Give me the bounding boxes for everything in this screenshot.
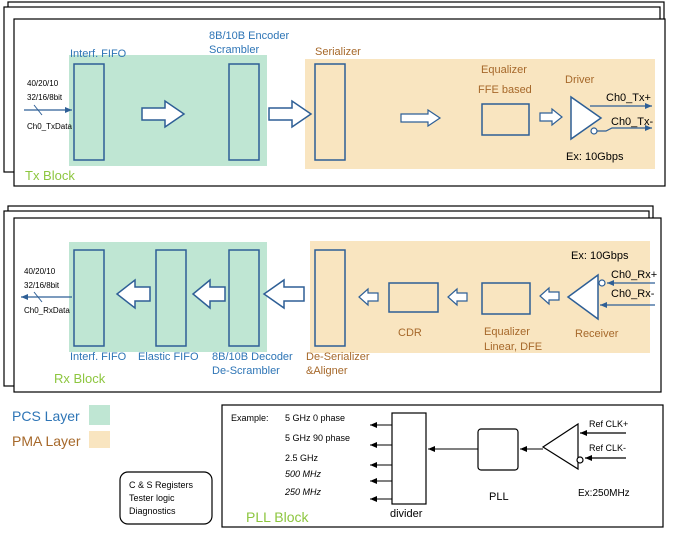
pll-divider-box (391, 412, 427, 505)
rx-arrow-eq-to-cdr (447, 287, 468, 307)
tx-encoder-label-2: Scrambler (209, 44, 259, 56)
rx-block: Interf. FIFO Elastic FIFO 8B/10B Decoder… (3, 205, 662, 393)
control-box-line-2: Tester logic (129, 493, 175, 503)
rx-receiver-triangle (566, 273, 599, 321)
rx-receiver-label: Receiver (575, 328, 619, 340)
pll-ref-buffer-triangle (541, 422, 579, 471)
rx-decoder-label-2: De-Scrambler (212, 365, 280, 377)
tx-out-neg-label: Ch0_Tx- (611, 116, 654, 128)
pll-box-label: PLL (489, 491, 509, 503)
tx-block: Interf. FIFO 8B/10B Encoder Scrambler Se… (3, 1, 666, 187)
rx-data-label: Ch0_RxData (24, 306, 70, 315)
rx-bus-slash (33, 291, 43, 303)
pll-ref-rate-label: Ex:250MHz (578, 488, 630, 499)
pll-block: Example: 5 GHz 0 phase 5 GHz 90 phase 2.… (221, 404, 664, 528)
tx-encoder-label-1: 8B/10B Encoder (209, 30, 289, 42)
pll-ref-neg-label: Ref CLK- (589, 443, 626, 453)
pll-box (477, 428, 519, 471)
rx-interf-fifo-label: Interf. FIFO (70, 351, 127, 363)
tx-equalizer-box (481, 103, 530, 136)
rx-equalizer-box (481, 282, 531, 315)
tx-arrow-equalizer-to-driver (539, 107, 563, 127)
tx-out-neg-line (597, 125, 652, 132)
control-box-line-1: C & S Registers (129, 480, 194, 490)
rx-decoder-label-1: 8B/10B Decoder (212, 351, 293, 363)
tx-driver-inversion-bubble (590, 127, 598, 135)
tx-encoder-box (228, 63, 260, 161)
control-box-line-3: Diagnostics (129, 506, 176, 516)
rx-elastic-fifo-box (155, 249, 187, 347)
pll-block-title: PLL Block (246, 509, 310, 525)
layer-legend: PCS Layer PMA Layer (12, 405, 110, 449)
legend-pma-swatch (89, 431, 110, 448)
tx-width-label-2: 32/16/8bit (27, 93, 63, 102)
control-box-frame (119, 471, 213, 525)
rx-in-pos-label: Ch0_Rx+ (611, 269, 657, 281)
pll-output-0-label: 5 GHz 0 phase (285, 413, 345, 423)
tx-block-title: Tx Block (25, 168, 75, 183)
tx-bus-slash (33, 104, 43, 116)
tx-interf-fifo-box (73, 63, 105, 161)
pll-ref-buffer-bubble (576, 456, 584, 464)
tx-arrow-serializer-to-equalizer (400, 108, 442, 128)
rx-cdr-label: CDR (398, 327, 422, 339)
pll-ref-pos-label: Ref CLK+ (589, 419, 628, 429)
rx-equalizer-label-1: Equalizer (484, 326, 530, 338)
tx-out-pos-label: Ch0_Tx+ (606, 92, 651, 104)
tx-data-label: Ch0_TxData (27, 122, 72, 131)
legend-pcs-swatch (89, 405, 110, 425)
rx-decoder-box (228, 249, 260, 347)
tx-rate-label: Ex: 10Gbps (566, 151, 624, 163)
pll-divider-label: divider (390, 508, 423, 520)
tx-serializer-label: Serializer (315, 46, 361, 58)
rx-deserializer-box (314, 249, 346, 347)
rx-interf-fifo-box (73, 249, 105, 347)
rx-block-title: Rx Block (54, 371, 106, 386)
rx-rate-label: Ex: 10Gbps (571, 250, 629, 262)
tx-interf-fifo-label: Interf. FIFO (70, 48, 127, 60)
rx-receiver-inversion-bubble (598, 279, 606, 287)
rx-width-label-1: 40/20/10 (24, 267, 56, 276)
rx-arrow-deser-to-decoder (262, 278, 305, 310)
rx-width-label-2: 32/16/8bit (24, 281, 60, 290)
rx-arrow-receiver-to-eq (539, 286, 560, 306)
tx-arrow-encoder-to-serializer (268, 99, 313, 129)
tx-serializer-box (314, 63, 346, 161)
tx-width-label-1: 40/20/10 (27, 79, 59, 88)
rx-arrow-elastic-to-interf (115, 278, 151, 310)
tx-driver-triangle (570, 95, 603, 141)
pll-output-3-label: 500 MHz (285, 469, 322, 479)
rx-deserializer-label-1: De-Serializer (306, 351, 370, 363)
pll-example-label: Example: (231, 413, 269, 423)
legend-pma-label: PMA Layer (12, 433, 81, 449)
tx-pma-region (305, 59, 655, 169)
rx-in-neg-label: Ch0_Rx- (611, 288, 655, 300)
pll-output-2-label: 2.5 GHz (285, 453, 319, 463)
rx-arrow-decoder-to-elastic (191, 278, 226, 310)
rx-equalizer-label-2: Linear, DFE (484, 341, 542, 353)
legend-pcs-label: PCS Layer (12, 408, 80, 424)
rx-arrow-cdr-to-deser (358, 287, 379, 307)
tx-driver-label: Driver (565, 74, 595, 86)
pll-block-frame (221, 404, 664, 528)
control-box: C & S Registers Tester logic Diagnostics (119, 471, 213, 525)
pll-output-1-label: 5 GHz 90 phase (285, 433, 350, 443)
tx-arrow-fifo-to-encoder (141, 99, 186, 129)
rx-elastic-fifo-label: Elastic FIFO (138, 351, 199, 363)
tx-equalizer-label-2: FFE based (478, 84, 532, 96)
pll-output-4-label: 250 MHz (284, 487, 322, 497)
rx-pcs-region (69, 242, 267, 352)
rx-deserializer-label-2: &Aligner (306, 365, 348, 377)
tx-equalizer-label-1: Equalizer (481, 64, 527, 76)
rx-cdr-box (388, 282, 439, 313)
